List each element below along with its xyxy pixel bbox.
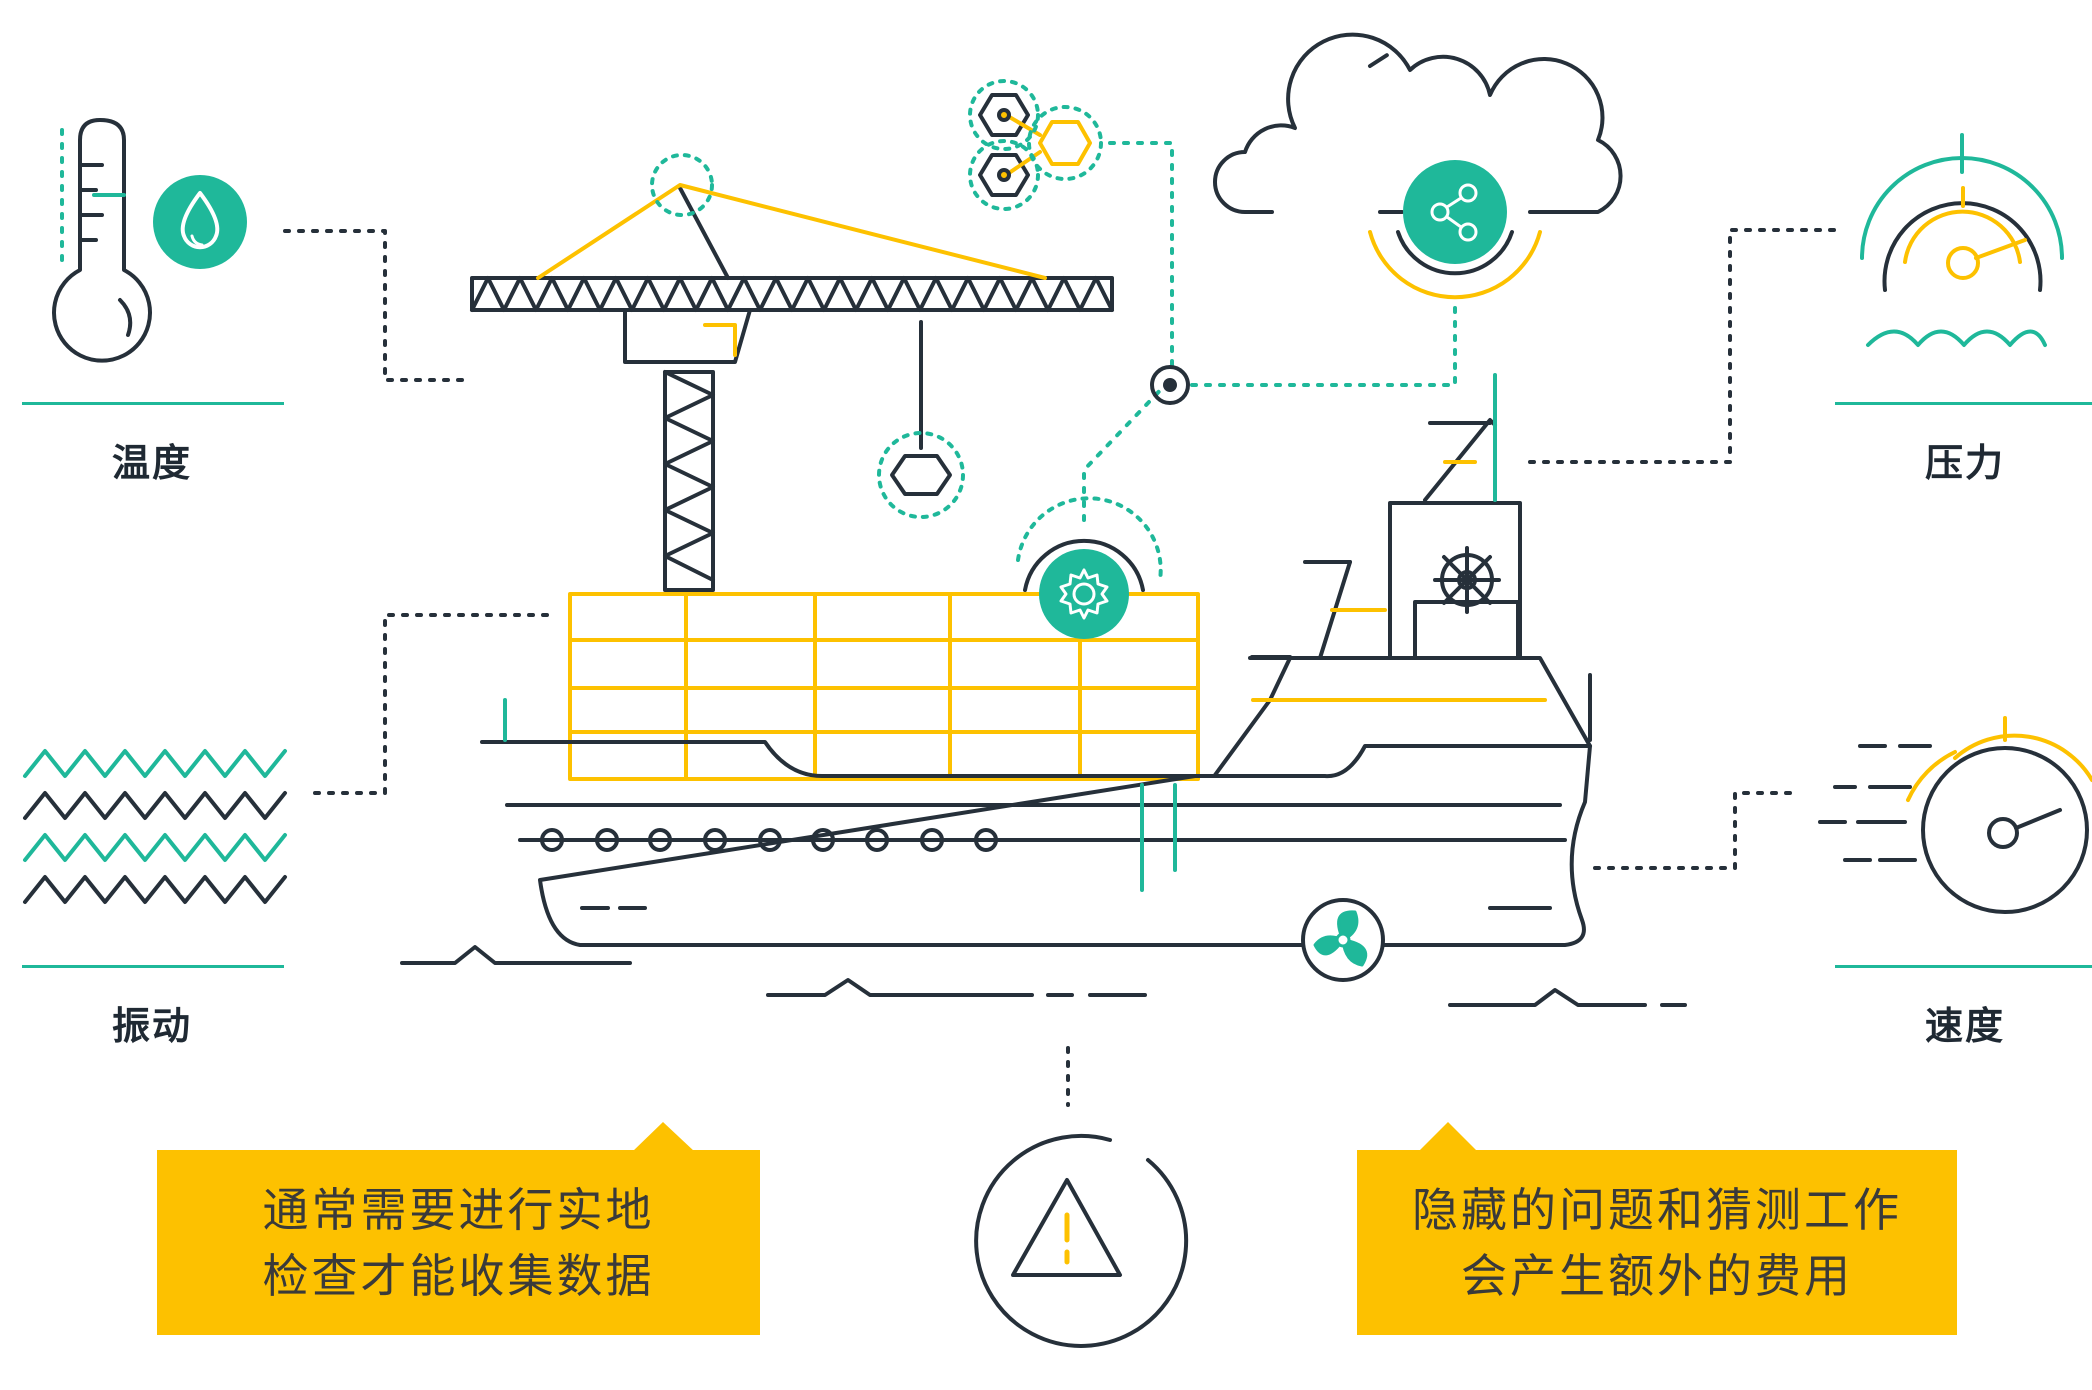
propeller-icon	[1301, 898, 1385, 982]
callout-left-line1: 通常需要进行实地	[262, 1182, 655, 1237]
callout-left-line2: 检查才能收集数据	[262, 1248, 655, 1303]
vibration-rule	[22, 965, 284, 968]
temperature-rule	[22, 402, 284, 405]
ship-icon	[480, 373, 1592, 947]
container-stack	[568, 592, 1200, 781]
water-drop-icon	[153, 175, 247, 269]
pressure-label: 压力	[1924, 441, 2005, 485]
temperature-label: 温度	[111, 441, 192, 485]
pressure-gauge-icon	[1860, 133, 2064, 347]
hexagon-network-icon	[968, 79, 1103, 211]
gear-icon	[1016, 496, 1163, 639]
callout-right-line1: 隐藏的问题和猜测工作	[1412, 1182, 1902, 1237]
vibration-label: 振动	[111, 1004, 192, 1048]
speed-label: 速度	[1924, 1004, 2005, 1048]
pressure-rule	[1835, 402, 2092, 405]
network-node	[1150, 365, 1190, 405]
thermometer-icon	[52, 118, 152, 363]
callout-right: 隐藏的问题和猜测工作 会产生额外的费用	[1357, 1150, 1957, 1335]
speed-rule	[1835, 965, 2092, 968]
vibration-waves	[23, 749, 287, 904]
ship-wheel-icon	[1433, 546, 1501, 614]
cloud-icon	[1213, 32, 1623, 214]
speedometer-icon	[1818, 716, 2092, 914]
warning-icon	[974, 1134, 1189, 1348]
share-icon	[1368, 160, 1542, 300]
callout-left: 通常需要进行实地 检查才能收集数据	[157, 1150, 760, 1335]
callout-right-line2: 会产生额外的费用	[1461, 1248, 1853, 1303]
water-lines	[400, 945, 1687, 1007]
crane-icon	[470, 153, 1114, 592]
